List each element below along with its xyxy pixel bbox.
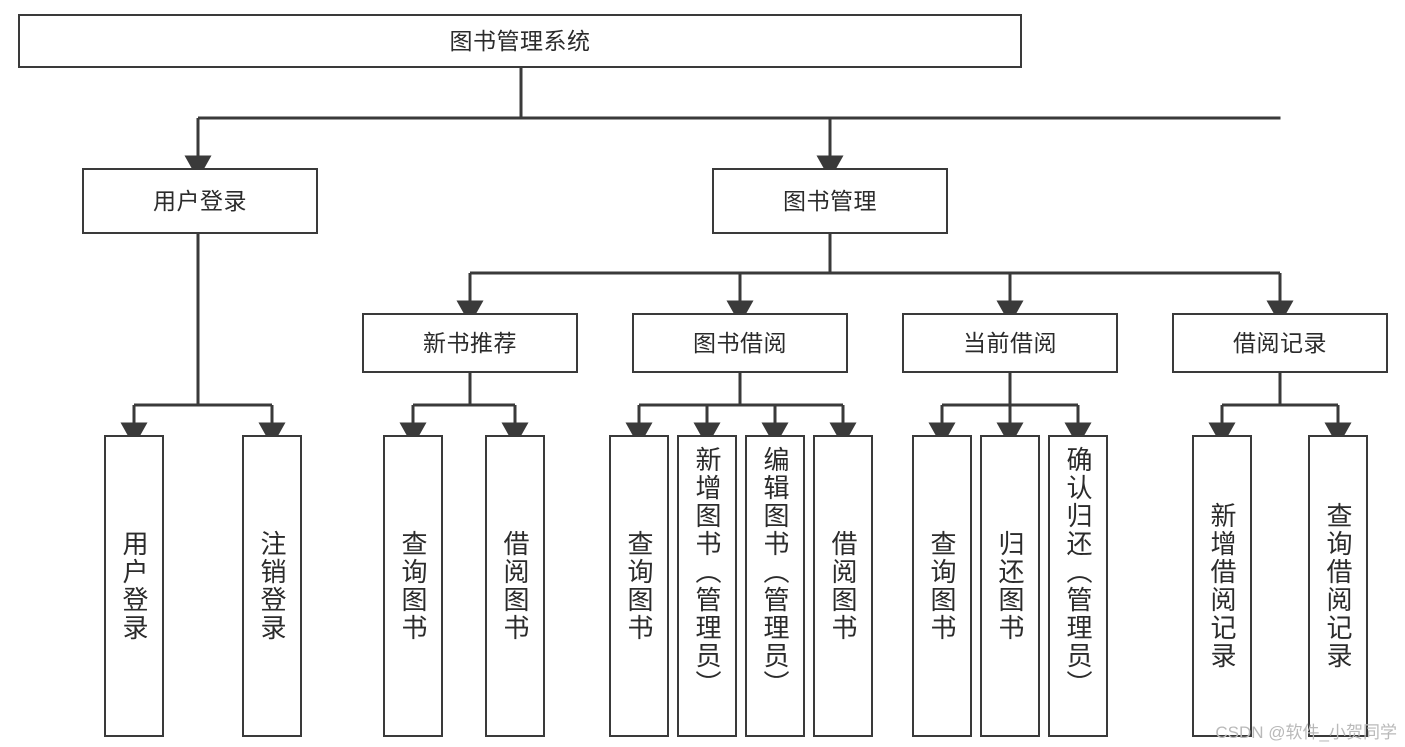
node-leaf-borrow-book-recommend-label: 借阅图书	[500, 530, 531, 642]
node-new-book-recommend[interactable]: 新书推荐	[362, 313, 578, 373]
node-current-borrow-label: 当前借阅	[963, 329, 1057, 356]
node-book-borrow[interactable]: 图书借阅	[632, 313, 848, 373]
node-leaf-query-book-recommend[interactable]: 查询图书	[383, 435, 443, 737]
node-book-borrow-label: 图书借阅	[693, 329, 787, 356]
node-leaf-add-borrow-record-label: 新增借阅记录	[1207, 502, 1238, 670]
node-leaf-query-book-borrow[interactable]: 查询图书	[609, 435, 669, 737]
node-new-book-recommend-label: 新书推荐	[423, 329, 517, 356]
csdn-watermark: CSDN @软件_小贺同学	[1215, 723, 1397, 742]
node-borrow-record[interactable]: 借阅记录	[1172, 313, 1388, 373]
node-leaf-add-borrow-record[interactable]: 新增借阅记录	[1192, 435, 1252, 737]
node-current-borrow[interactable]: 当前借阅	[902, 313, 1118, 373]
node-leaf-confirm-return-admin-label: 确认归还（管理员）	[1063, 446, 1094, 698]
node-leaf-borrow-book-recommend[interactable]: 借阅图书	[485, 435, 545, 737]
node-leaf-user-login[interactable]: 用户登录	[104, 435, 164, 737]
node-leaf-return-book-label: 归还图书	[995, 530, 1026, 642]
node-book-manage[interactable]: 图书管理	[712, 168, 948, 234]
node-leaf-borrow-book-borrow-label: 借阅图书	[828, 530, 859, 642]
node-leaf-logout[interactable]: 注销登录	[242, 435, 302, 737]
node-user-login-label: 用户登录	[153, 187, 247, 214]
node-user-login[interactable]: 用户登录	[82, 168, 318, 234]
node-leaf-query-book-recommend-label: 查询图书	[398, 530, 429, 642]
node-root-book-management-system[interactable]: 图书管理系统	[18, 14, 1022, 68]
node-leaf-query-borrow-record-label: 查询借阅记录	[1323, 502, 1354, 670]
node-leaf-query-book-current-label: 查询图书	[927, 530, 958, 642]
node-leaf-borrow-book-borrow[interactable]: 借阅图书	[813, 435, 873, 737]
node-book-manage-label: 图书管理	[783, 187, 877, 214]
node-leaf-edit-book-admin-label: 编辑图书（管理员）	[760, 446, 791, 698]
node-leaf-return-book[interactable]: 归还图书	[980, 435, 1040, 737]
node-leaf-edit-book-admin[interactable]: 编辑图书（管理员）	[745, 435, 805, 737]
node-leaf-user-login-label: 用户登录	[119, 530, 150, 642]
node-leaf-query-book-borrow-label: 查询图书	[624, 530, 655, 642]
node-leaf-query-borrow-record[interactable]: 查询借阅记录	[1308, 435, 1368, 737]
node-borrow-record-label: 借阅记录	[1233, 329, 1327, 356]
node-leaf-logout-label: 注销登录	[257, 530, 288, 642]
node-leaf-query-book-current[interactable]: 查询图书	[912, 435, 972, 737]
node-leaf-add-book-admin[interactable]: 新增图书（管理员）	[677, 435, 737, 737]
node-leaf-confirm-return-admin[interactable]: 确认归还（管理员）	[1048, 435, 1108, 737]
node-root-label: 图书管理系统	[449, 27, 591, 54]
node-leaf-add-book-admin-label: 新增图书（管理员）	[692, 446, 723, 698]
